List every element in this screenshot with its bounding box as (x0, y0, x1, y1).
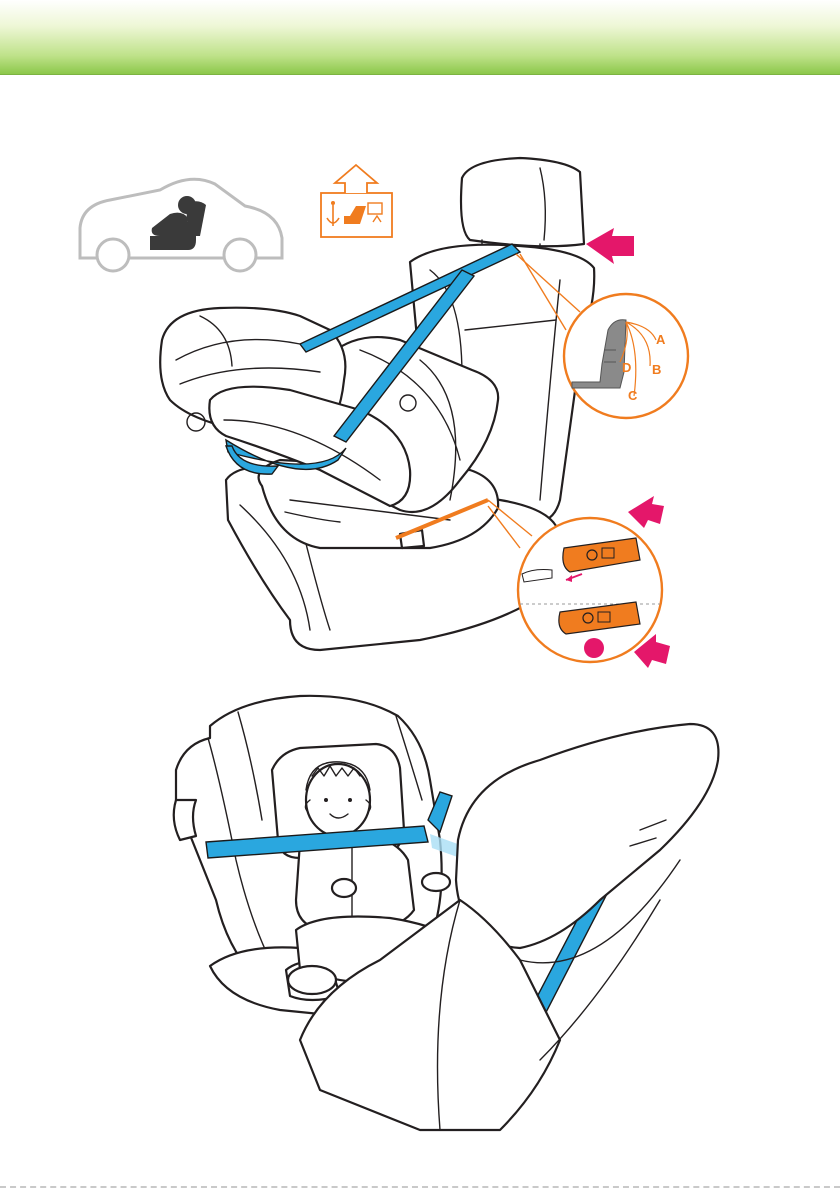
isofix-detail-circle (518, 518, 662, 662)
headrest-detail-circle: A B C D (564, 294, 688, 418)
car-with-seated-person-icon (80, 179, 282, 271)
pink-arrow-icon (586, 228, 634, 264)
manual-storage-icon (321, 165, 392, 237)
label-c: C (628, 388, 638, 403)
label-a: A (656, 332, 666, 347)
page-bottom-border (0, 1186, 840, 1188)
label-b: B (652, 362, 661, 377)
label-d: D (622, 360, 631, 375)
indicator-red-dot (584, 638, 604, 658)
pink-arrow-icon (628, 496, 664, 528)
